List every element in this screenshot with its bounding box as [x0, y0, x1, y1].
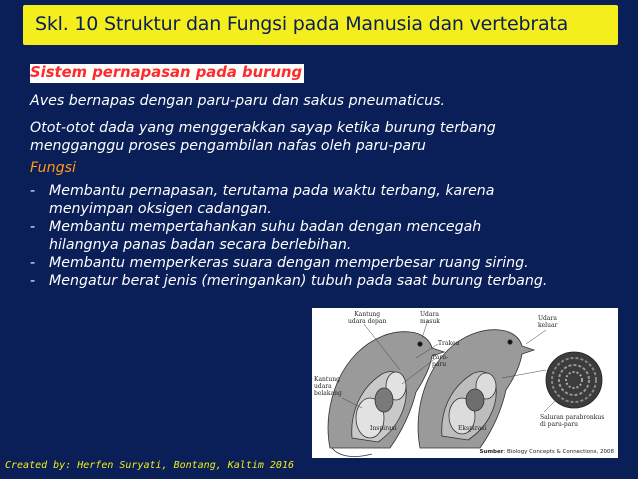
parabronchi-inset: [545, 351, 603, 409]
fungsi-label: Fungsi: [30, 160, 76, 176]
paragraph-2-line-2: mengganggu proses pengambilan nafas oleh…: [30, 138, 426, 154]
list-item-line: Membantu pernapasan, terutama pada waktu…: [49, 183, 495, 199]
label-ekspirasi: Ekspirasi: [458, 425, 487, 432]
list-item-line: Membantu memperkeras suara dengan memper…: [49, 255, 529, 271]
section-heading: Sistem pernapasan pada burung: [30, 64, 305, 83]
list-item: - Membantu memperkeras suara dengan memp…: [30, 254, 620, 272]
list-item: - Membantu mempertahankan suhu badan den…: [30, 218, 620, 254]
bird-ekspirasi: [417, 329, 536, 449]
source-text: : Biology Concepts & Connections, 2008: [503, 449, 614, 455]
source-label: Sumber: [479, 449, 504, 455]
label-inspirasi: Inspirasi: [370, 425, 397, 432]
list-item: - Membantu pernapasan, terutama pada wak…: [30, 182, 620, 218]
figure-source: Sumber: Biology Concepts & Connections, …: [479, 449, 614, 455]
paragraph-2-line-1: Otot-otot dada yang menggerakkan sayap k…: [30, 120, 496, 136]
fungsi-list: - Membantu pernapasan, terutama pada wak…: [30, 182, 620, 290]
dash-bullet: -: [30, 273, 36, 289]
dash-bullet: -: [30, 183, 36, 199]
label-paru-paru: Paru-paru: [432, 354, 449, 368]
paragraph-2: Otot-otot dada yang menggerakkan sayap k…: [30, 119, 620, 155]
dash-bullet: -: [30, 219, 36, 235]
bird-inspirasi: [327, 331, 446, 457]
title-bar: Skl. 10 Struktur dan Fungsi pada Manusia…: [23, 5, 618, 45]
dash-bullet: -: [30, 255, 36, 271]
slide-content: Sistem pernapasan pada burung Aves berna…: [30, 64, 620, 290]
slide-title: Skl. 10 Struktur dan Fungsi pada Manusia…: [35, 13, 569, 35]
list-item-line: menyimpan oksigen cadangan.: [49, 201, 272, 217]
list-item-line: Membantu mempertahankan suhu badan denga…: [49, 219, 482, 235]
author-credit: Created by: Herfen Suryati, Bontang, Kal…: [5, 460, 294, 471]
label-trakea: Trakea: [438, 340, 460, 347]
list-item-line: Mengatur berat jenis (meringankan) tubuh…: [49, 273, 548, 289]
paragraph-1: Aves bernapas dengan paru-paru dan sakus…: [30, 93, 446, 109]
list-item-line: hilangnya panas badan secara berlebihan.: [49, 237, 352, 253]
list-item: - Mengatur berat jenis (meringankan) tub…: [30, 272, 620, 290]
bird-illustration: [327, 319, 603, 457]
